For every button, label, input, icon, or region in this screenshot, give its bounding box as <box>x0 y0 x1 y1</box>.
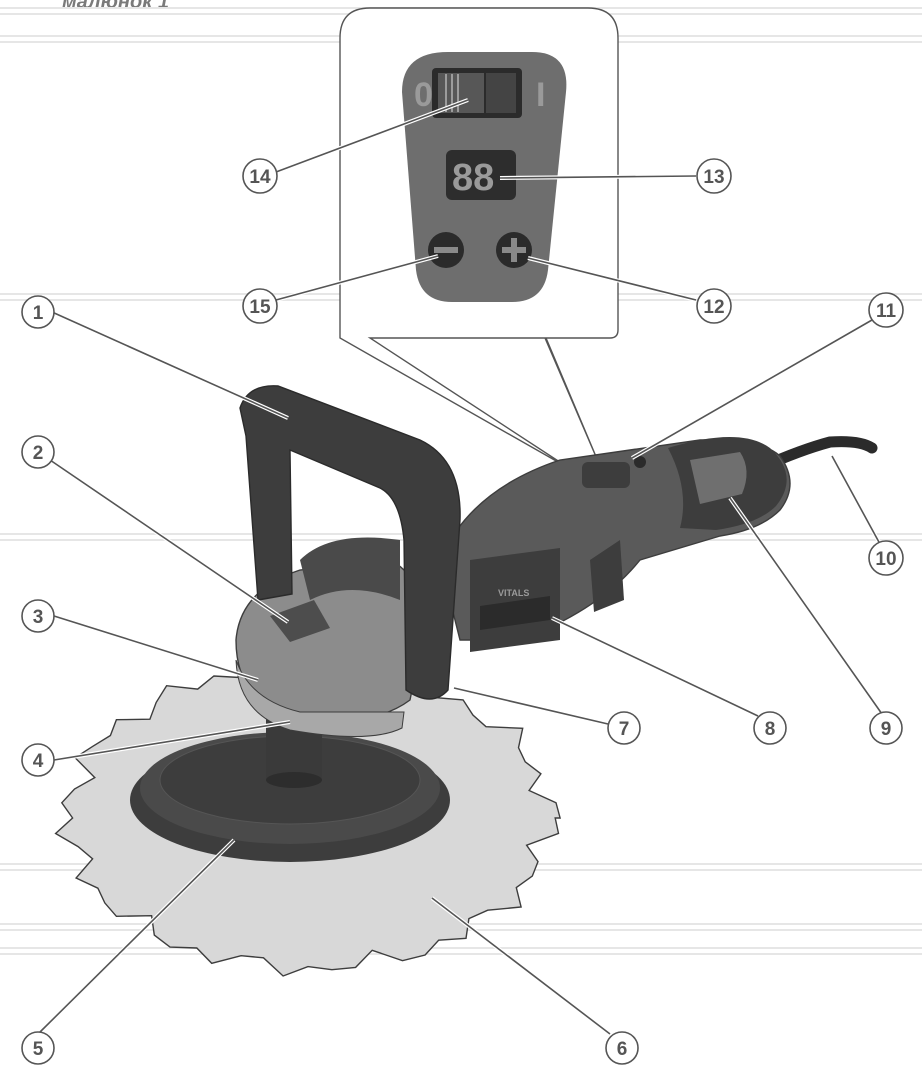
callout-14: 14 <box>242 98 469 194</box>
svg-text:11: 11 <box>876 301 897 322</box>
callout-10: 10 <box>830 455 904 576</box>
callout-15: 15 <box>242 254 439 324</box>
tool-body: VITALS <box>439 437 791 652</box>
callout-3: 3 <box>21 599 259 682</box>
callout-5: 5 <box>21 838 236 1065</box>
svg-text:8: 8 <box>765 719 776 740</box>
svg-text:14: 14 <box>249 167 271 188</box>
brand-logo-text: VITALS <box>498 588 529 598</box>
callouts: 1 2 3 4 5 6 7 <box>21 98 904 1065</box>
switch-on-label: I <box>536 76 545 114</box>
svg-text:7: 7 <box>619 719 630 740</box>
svg-text:6: 6 <box>617 1039 628 1060</box>
callout-7: 7 <box>453 686 641 745</box>
minus-button-icon[interactable] <box>428 232 464 268</box>
callout-11: 11 <box>631 292 904 460</box>
svg-text:9: 9 <box>881 719 892 740</box>
seven-segment-display-icon: 88 <box>446 150 516 200</box>
power-switch-icon[interactable] <box>432 68 522 118</box>
callout-12: 12 <box>527 256 732 324</box>
svg-text:10: 10 <box>875 549 896 570</box>
display-readout: 88 <box>452 157 494 199</box>
callout-6: 6 <box>430 896 639 1065</box>
callout-4: 4 <box>21 720 291 777</box>
svg-text:13: 13 <box>703 167 724 188</box>
svg-text:15: 15 <box>249 297 271 318</box>
auxiliary-handle <box>239 385 461 700</box>
svg-text:3: 3 <box>33 607 44 628</box>
svg-text:5: 5 <box>33 1039 44 1060</box>
switch-off-label: 0 <box>414 76 433 114</box>
callout-13: 13 <box>499 158 732 194</box>
callout-1: 1 <box>21 295 289 420</box>
plus-button-icon[interactable] <box>496 232 532 268</box>
svg-text:4: 4 <box>33 751 44 772</box>
callout-2: 2 <box>21 435 290 624</box>
figure-title: малюнок 1 <box>62 0 170 13</box>
svg-text:1: 1 <box>33 303 44 324</box>
svg-text:12: 12 <box>703 297 724 318</box>
backing-pad <box>130 732 450 862</box>
svg-text:2: 2 <box>33 443 44 464</box>
callout-9: 9 <box>728 496 903 745</box>
control-panel: 0 I 88 <box>402 52 567 302</box>
callout-8: 8 <box>551 616 787 745</box>
